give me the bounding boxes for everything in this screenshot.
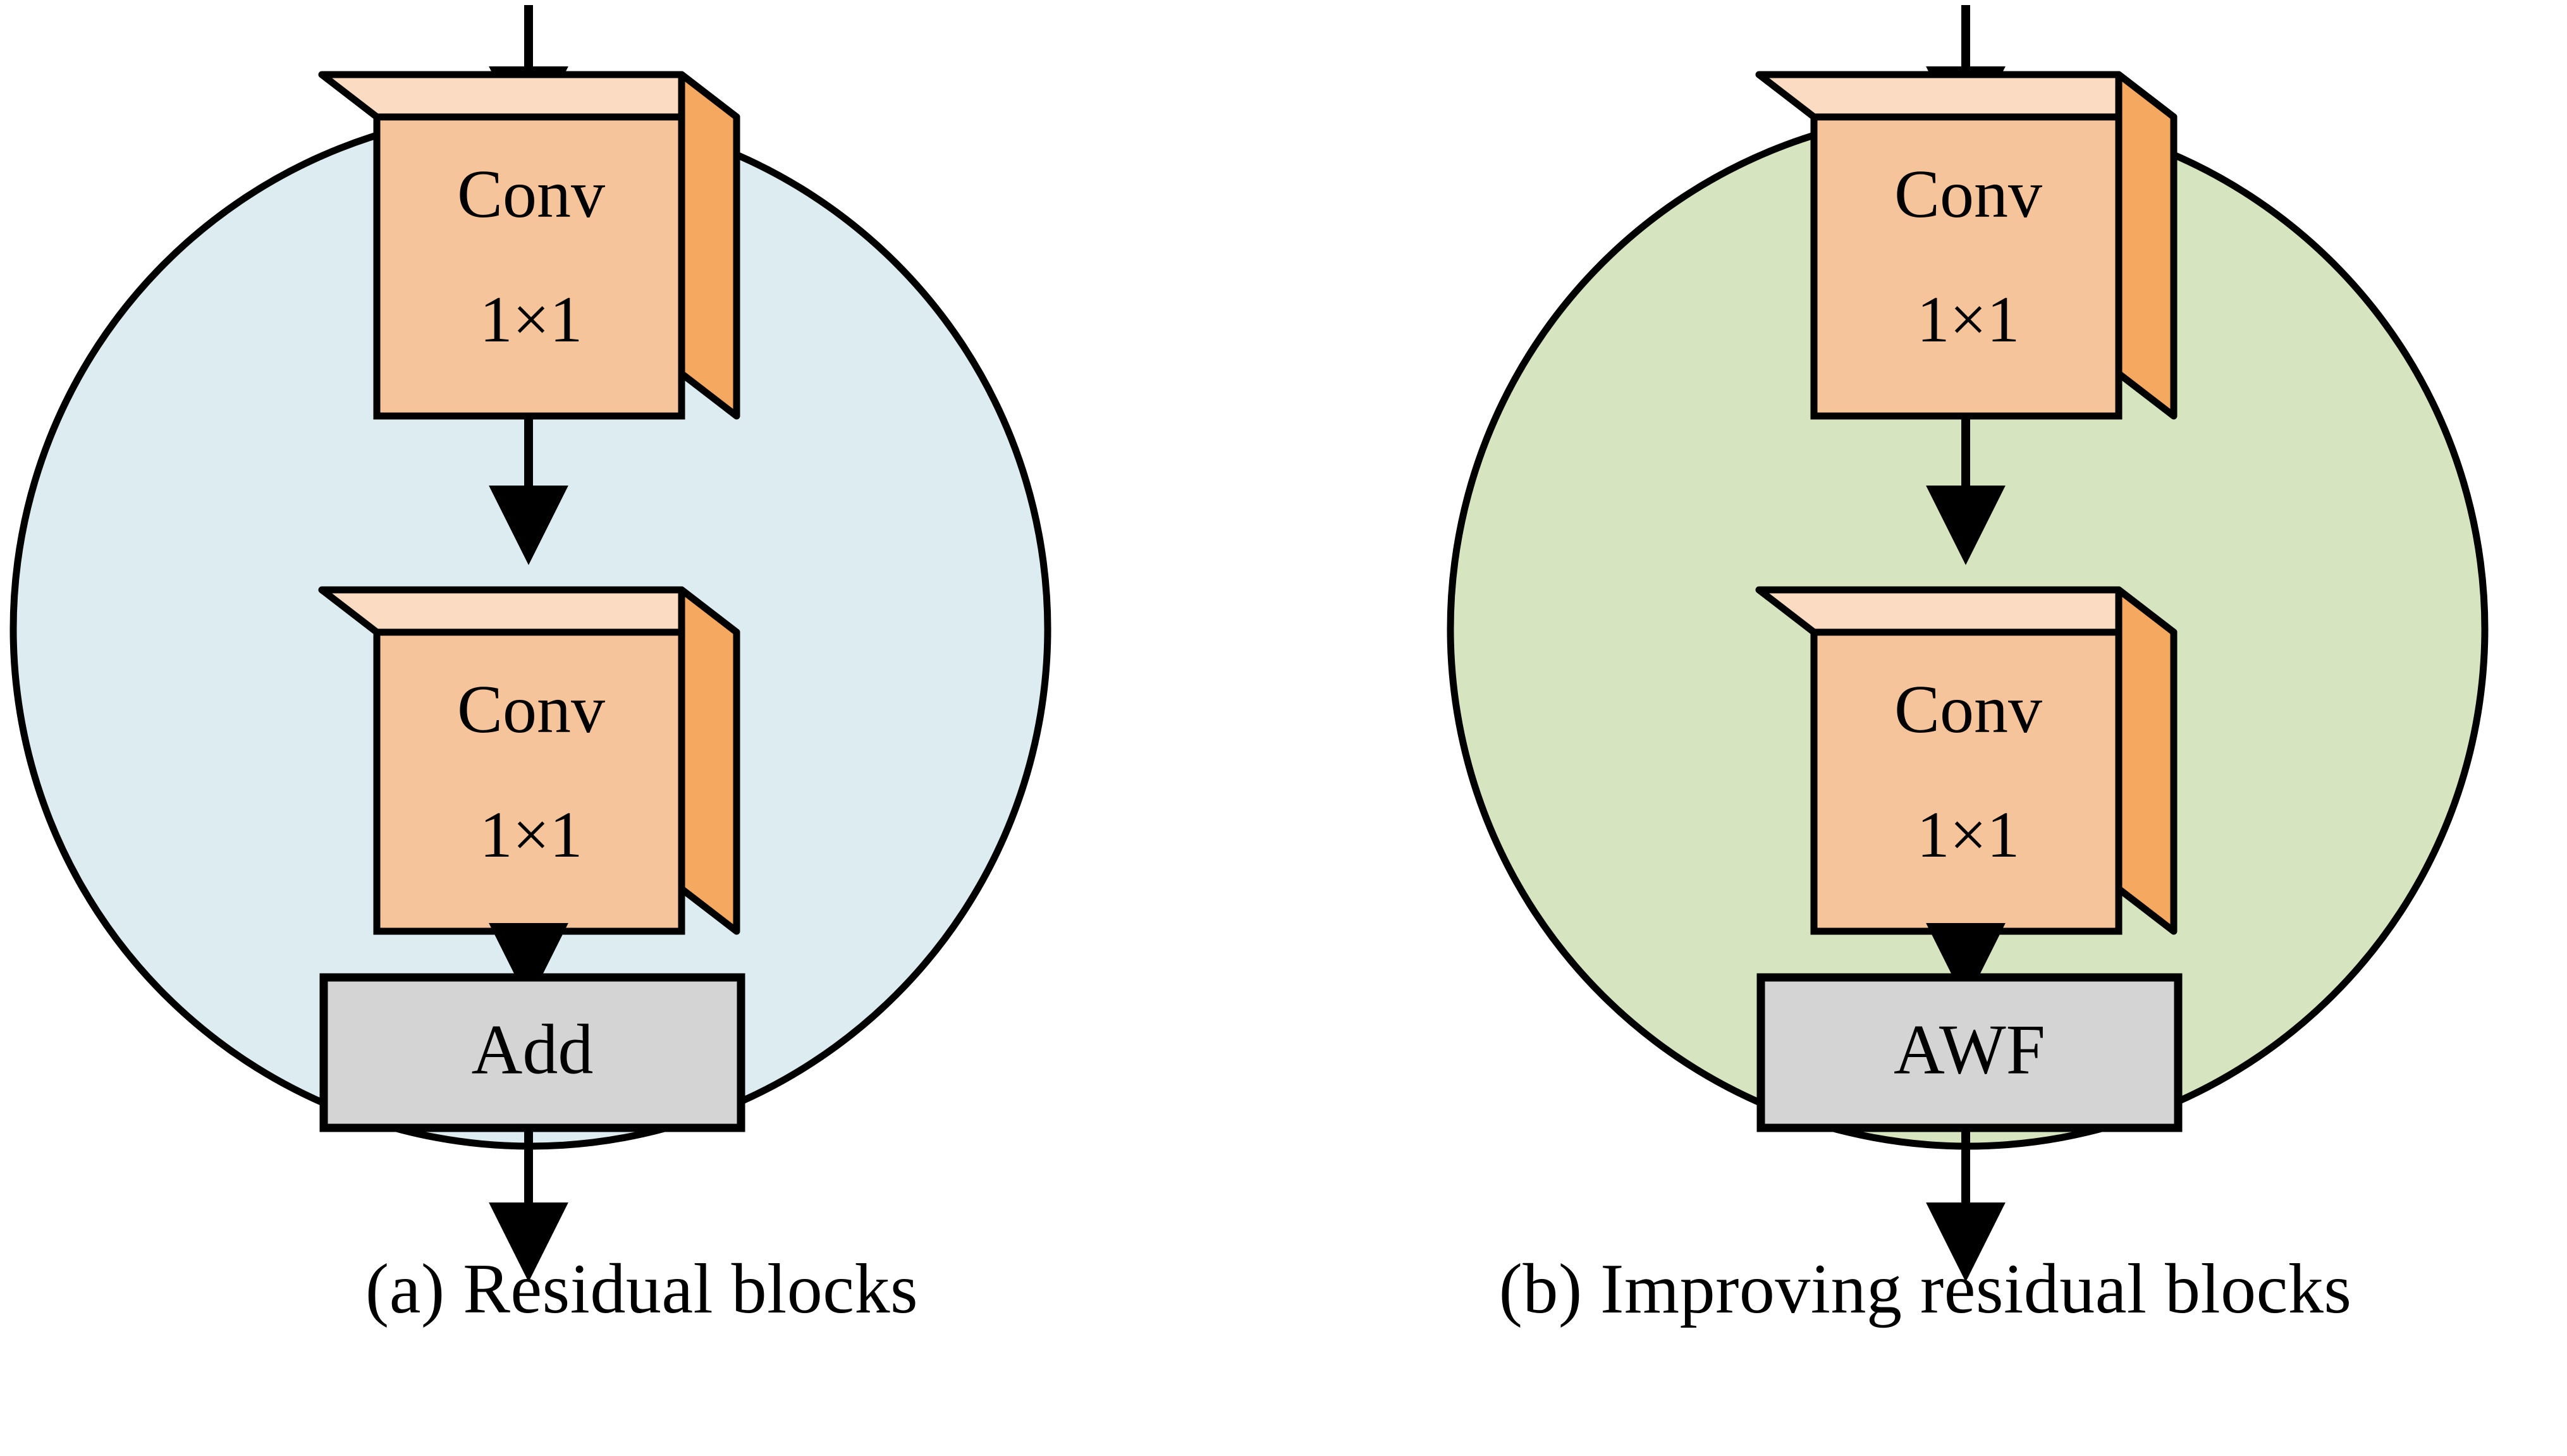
conv2-top-face [1755,586,2178,636]
conv2-top-face [318,586,740,636]
conv1-label-line2: 1×1 [1917,283,2020,356]
merge-box-label: Add [472,1011,594,1089]
node-conv1[interactable]: Conv 1×1 [318,71,740,420]
conv1-top-face [318,71,740,121]
conv2-label-line1: Conv [457,672,605,747]
conv1-top-face [1755,71,2178,121]
node-conv2[interactable]: Conv 1×1 [318,586,740,935]
panel-a-diagram: Conv 1×1 Conv 1×1 Add [9,5,1051,1282]
panel-a-caption: (a) Residual blocks [365,1250,919,1328]
node-merge-awf[interactable]: AWF [1756,973,2183,1132]
conv1-side-face [2115,71,2178,420]
conv2-label-line2: 1×1 [1917,798,2020,871]
conv1-front-face [1810,113,2123,420]
conv1-side-face [678,71,740,420]
panel-a-residual-blocks: Conv 1×1 Conv 1×1 Add (a) [9,5,1051,1328]
node-conv1[interactable]: Conv 1×1 [1755,71,2178,420]
conv1-label-line1: Conv [1894,157,2042,232]
merge-box-rect [319,973,745,1132]
conv1-label-line1: Conv [457,157,605,232]
node-merge-add[interactable]: Add [319,973,745,1132]
merge-box-label: AWF [1894,1011,2045,1089]
conv2-side-face [2115,586,2178,935]
node-conv2[interactable]: Conv 1×1 [1755,586,2178,935]
conv2-side-face [678,586,740,935]
conv2-label-line2: 1×1 [480,798,583,871]
conv2-label-line1: Conv [1894,672,2042,747]
panel-b-caption: (b) Improving residual blocks [1498,1250,2352,1328]
panel-b-diagram: Conv 1×1 Conv 1×1 AWF [1447,5,2489,1282]
conv1-front-face [373,113,685,420]
conv1-label-line2: 1×1 [480,283,583,356]
panel-b-improving-residual-blocks: Conv 1×1 Conv 1×1 AWF (b) Improving resi… [1284,0,2567,1456]
